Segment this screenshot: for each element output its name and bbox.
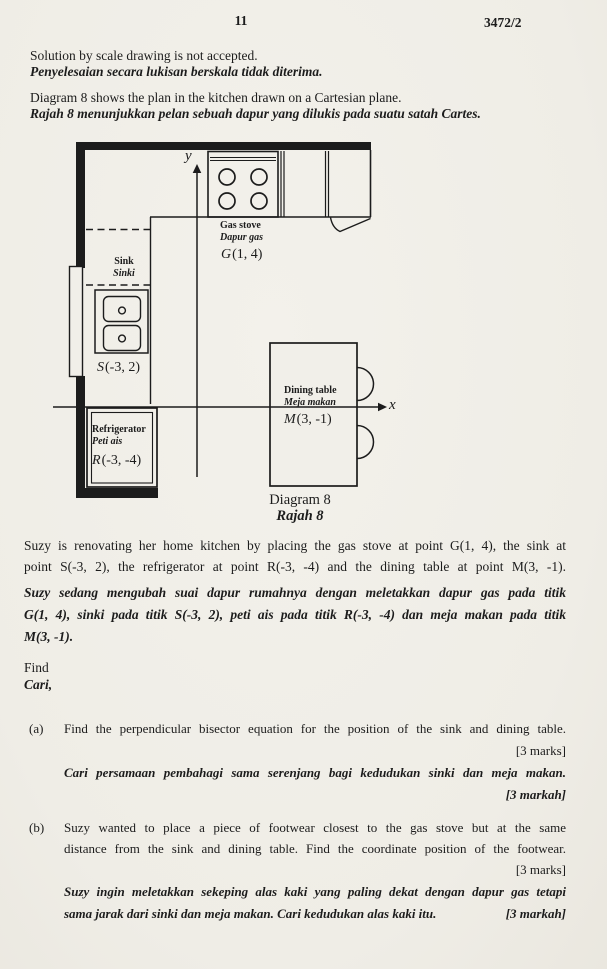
y-axis-label: y (185, 148, 192, 164)
x-axis-label: x (389, 397, 396, 413)
cabinet-door-swing-line (329, 217, 371, 233)
refrigerator-label-en: Refrigerator (92, 424, 146, 435)
question-b-text-ms: Suzy ingin meletakkan sekeping alas kaki… (64, 884, 566, 899)
dining-table-shape (269, 342, 358, 487)
sink-label-ms: Sinki (113, 268, 135, 279)
sink-drain-circle (117, 334, 127, 343)
chair-arc (356, 366, 375, 402)
question-b-text-en: distance from the sink and dining table.… (64, 841, 566, 856)
gas-stove-label-en: Gas stove (220, 220, 261, 231)
sink-label-en: Sink (114, 256, 134, 267)
dining-table-label-en: Dining table (284, 385, 337, 396)
problem-ms-line: G(1, 4), sinki pada titik S(-3, 2), peti… (24, 607, 566, 622)
problem-ms-line: Suzy sedang mengubah suai dapur rumahnya… (24, 585, 566, 600)
question-b-last-line: sama jarak dari sinki dan meja makan. Ca… (64, 906, 566, 922)
left-wall-lower (76, 376, 85, 498)
question-b-marks-ms: [3 markah] (505, 906, 566, 921)
burner-circle (218, 192, 236, 210)
refrigerator-inner-shape (90, 411, 154, 484)
paper-code: 3472/2 (484, 15, 522, 30)
question-a-text-en: Find the perpendicular bisector equation… (64, 721, 566, 736)
gas-stove-shape (207, 150, 279, 218)
refrigerator-point: R(-3, -4) (92, 453, 142, 468)
intro-en: Diagram 8 shows the plan in the kitchen … (30, 90, 402, 105)
question-a-marks-ms: [3 markah] (505, 787, 566, 802)
burner-circle (250, 192, 268, 210)
question-a-text-ms: Cari persamaan pembahagi sama serenjang … (64, 765, 566, 780)
refrigerator-shape (86, 407, 158, 488)
question-b-label: (b) (29, 820, 45, 835)
diagram-caption-en: Diagram 8 (269, 492, 331, 508)
window (68, 265, 84, 378)
x-axis-arrow (378, 402, 387, 412)
diagram-caption-ms: Rajah 8 (276, 508, 324, 524)
instruction-en: Solution by scale drawing is not accepte… (30, 48, 258, 63)
page-number: 11 (234, 13, 248, 28)
dining-table-label-ms: Meja makan (284, 397, 336, 408)
sink-basin-shape (102, 295, 142, 323)
question-b-marks-en: [3 marks] (515, 862, 566, 877)
bottom-wall (76, 488, 158, 498)
problem-en-line: point S(-3, 2), the refrigerator at poin… (24, 559, 566, 574)
y-axis-arrow (192, 164, 202, 173)
problem-ms-line: M(3, -1). (24, 629, 74, 644)
question-a-marks-en: [3 marks] (515, 743, 566, 758)
gas-stove-label-ms: Dapur gas (220, 232, 264, 243)
burner-circle (250, 168, 268, 186)
sink-drain-circle (117, 306, 127, 315)
refrigerator-label-ms: Peti ais (92, 436, 123, 447)
sink-point: S(-3, 2) (97, 360, 140, 375)
gas-stove-point: G(1, 4) (221, 247, 263, 262)
sink-basin-shape (102, 324, 142, 352)
question-b-text-ms: sama jarak dari sinki dan meja makan. Ca… (64, 906, 437, 921)
question-a-label: (a) (29, 721, 44, 736)
question-b-text-en: Suzy wanted to place a piece of footwear… (64, 820, 566, 835)
chair-arc (356, 424, 375, 460)
problem-en-line: Suzy is renovating her home kitchen by p… (24, 538, 566, 553)
top-wall (76, 142, 371, 150)
left-wall-upper (76, 142, 85, 268)
intro-ms: Rajah 8 menunjukkan pelan sebuah dapur y… (30, 106, 481, 121)
sink-cabinet-shape (94, 289, 149, 354)
burner-circle (218, 168, 236, 186)
find-ms: Cari, (24, 677, 53, 692)
instruction-ms: Penyelesaian secara lukisan berskala tid… (30, 64, 323, 79)
find-en: Find (24, 660, 49, 675)
dining-table-point: M(3, -1) (284, 412, 332, 427)
